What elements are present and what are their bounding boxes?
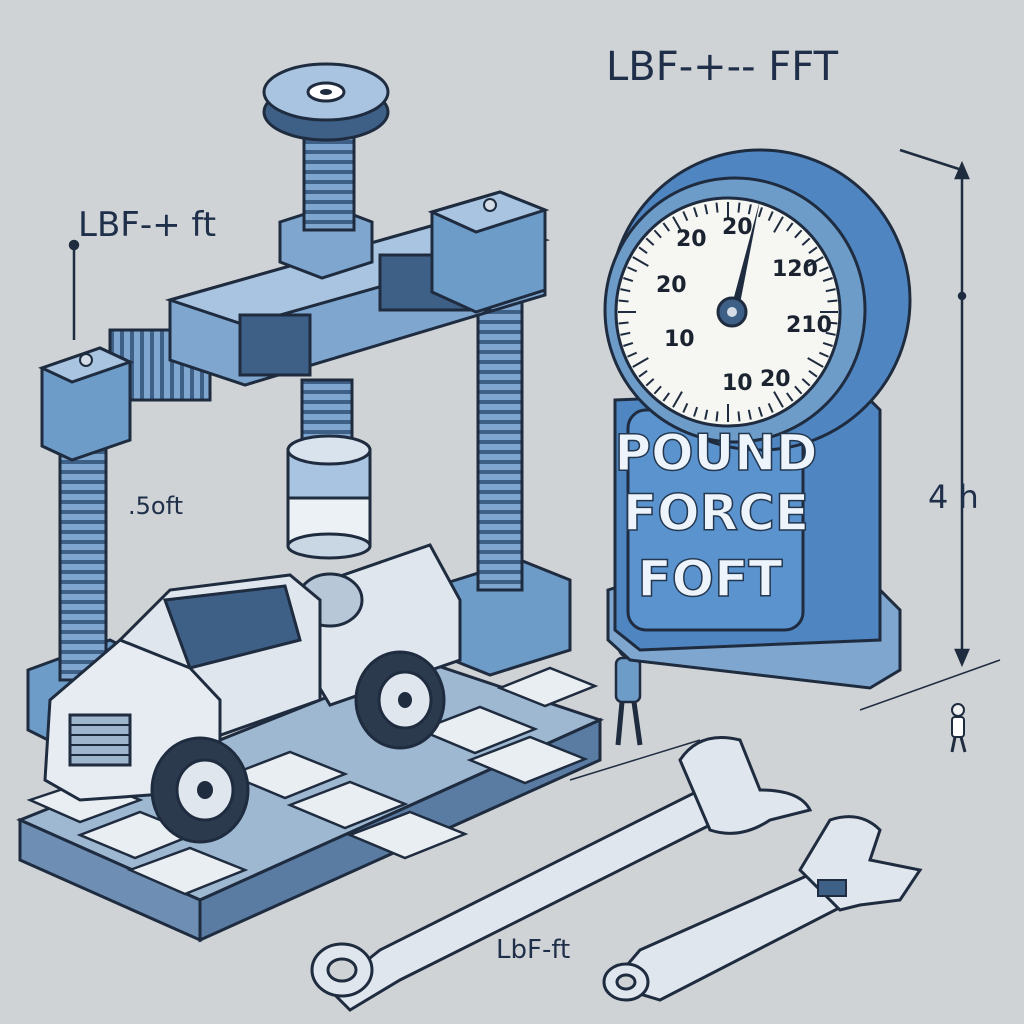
- dial-tick: [623, 341, 634, 347]
- dial-tick: [801, 378, 811, 387]
- dial-tick: [737, 411, 741, 422]
- perspective-line: [859, 659, 1001, 711]
- dial-tick: [623, 277, 634, 283]
- dial-tick: [757, 406, 763, 417]
- dial-tick: [693, 406, 699, 417]
- pickup-truck: [43, 543, 462, 844]
- dial-tick: [704, 204, 709, 215]
- perspective-line: [569, 739, 701, 781]
- dial-tick: [822, 341, 833, 347]
- dial-tick: [715, 411, 719, 422]
- dimension-line-vertical: [899, 148, 970, 668]
- dial-tick: [794, 229, 803, 239]
- dial-tick: [662, 222, 671, 232]
- dial-tick: [773, 391, 784, 408]
- dial-tick: [638, 369, 648, 378]
- combination-wrench: [310, 736, 813, 1012]
- dial-tick: [818, 351, 829, 358]
- dial-tick: [807, 357, 824, 368]
- dial-tick: [632, 357, 649, 368]
- dial-tick: [827, 321, 838, 325]
- dial-tick: [645, 237, 655, 246]
- gauge-number: 20: [656, 273, 687, 298]
- gauge-number: 10: [664, 327, 695, 352]
- dial-tick: [785, 392, 794, 402]
- right-screw: [476, 298, 524, 592]
- dial-tick: [704, 409, 709, 420]
- plate-line: FORCE: [623, 484, 809, 542]
- plate-line: POUND: [614, 424, 817, 482]
- dial-tick: [825, 331, 836, 336]
- gauge-number: 210: [786, 313, 832, 338]
- gauge-number: 20: [722, 215, 753, 240]
- dial-tick: [618, 299, 629, 303]
- dial-tick: [620, 288, 631, 293]
- gauge-needle: [730, 200, 760, 314]
- dial-tick: [653, 385, 662, 395]
- label-left: LBF-+ ft: [78, 205, 216, 245]
- gauge-number: 120: [772, 257, 818, 282]
- dial-tick: [693, 207, 699, 218]
- dial-tick: [808, 369, 818, 378]
- dial-tick: [715, 202, 719, 213]
- dial-tick: [737, 202, 741, 213]
- dial-tick: [682, 402, 689, 413]
- dial-tick: [672, 216, 683, 233]
- label-press-small: .5oft: [128, 492, 183, 520]
- label-top-right: LBF-+-- FFT: [606, 44, 839, 90]
- label-wrench: LbF-ft: [496, 935, 570, 965]
- dial-tick: [822, 277, 833, 283]
- dial-tick: [825, 288, 836, 293]
- dial-tick: [827, 299, 838, 303]
- label-height: 4 h: [928, 478, 979, 516]
- dial-tick: [767, 402, 774, 413]
- dial-tick: [818, 266, 829, 273]
- dial-tick: [645, 378, 655, 387]
- torque-gauge: 20 20 120 20 210 10 10 20 POUND FORCE FO…: [603, 148, 912, 690]
- left-screw: [58, 438, 108, 682]
- dial-tick: [773, 216, 784, 233]
- dial-tick: [807, 256, 824, 267]
- dimension-line-left: [68, 239, 80, 340]
- dial-tick: [618, 321, 629, 325]
- dial-tick: [672, 391, 683, 408]
- dial-tick: [638, 246, 648, 255]
- dial-tick: [794, 385, 803, 395]
- small-person-figure: [950, 703, 967, 753]
- dial-tick: [747, 409, 752, 420]
- dial-tick: [632, 256, 649, 267]
- adjustable-wrench: [602, 815, 923, 1002]
- dial-tick: [662, 392, 671, 402]
- dial-tick: [620, 331, 631, 336]
- dial-tick: [653, 229, 662, 239]
- pallet-platform: [16, 658, 605, 943]
- gauge-number: 20: [760, 367, 791, 392]
- dial-tick: [801, 237, 811, 246]
- gauge-number: 20: [676, 227, 707, 252]
- dial-tick: [627, 351, 638, 358]
- dial-tick: [808, 246, 818, 255]
- dial-tick: [767, 211, 774, 222]
- plate-line: FOFT: [638, 550, 783, 608]
- dial-tick: [747, 204, 752, 215]
- dial-tick: [785, 222, 794, 232]
- grille: [68, 713, 132, 767]
- dial-tick: [627, 266, 638, 273]
- gauge-number: 10: [722, 371, 753, 396]
- dial-tick: [682, 211, 689, 222]
- dial-tick: [757, 207, 763, 218]
